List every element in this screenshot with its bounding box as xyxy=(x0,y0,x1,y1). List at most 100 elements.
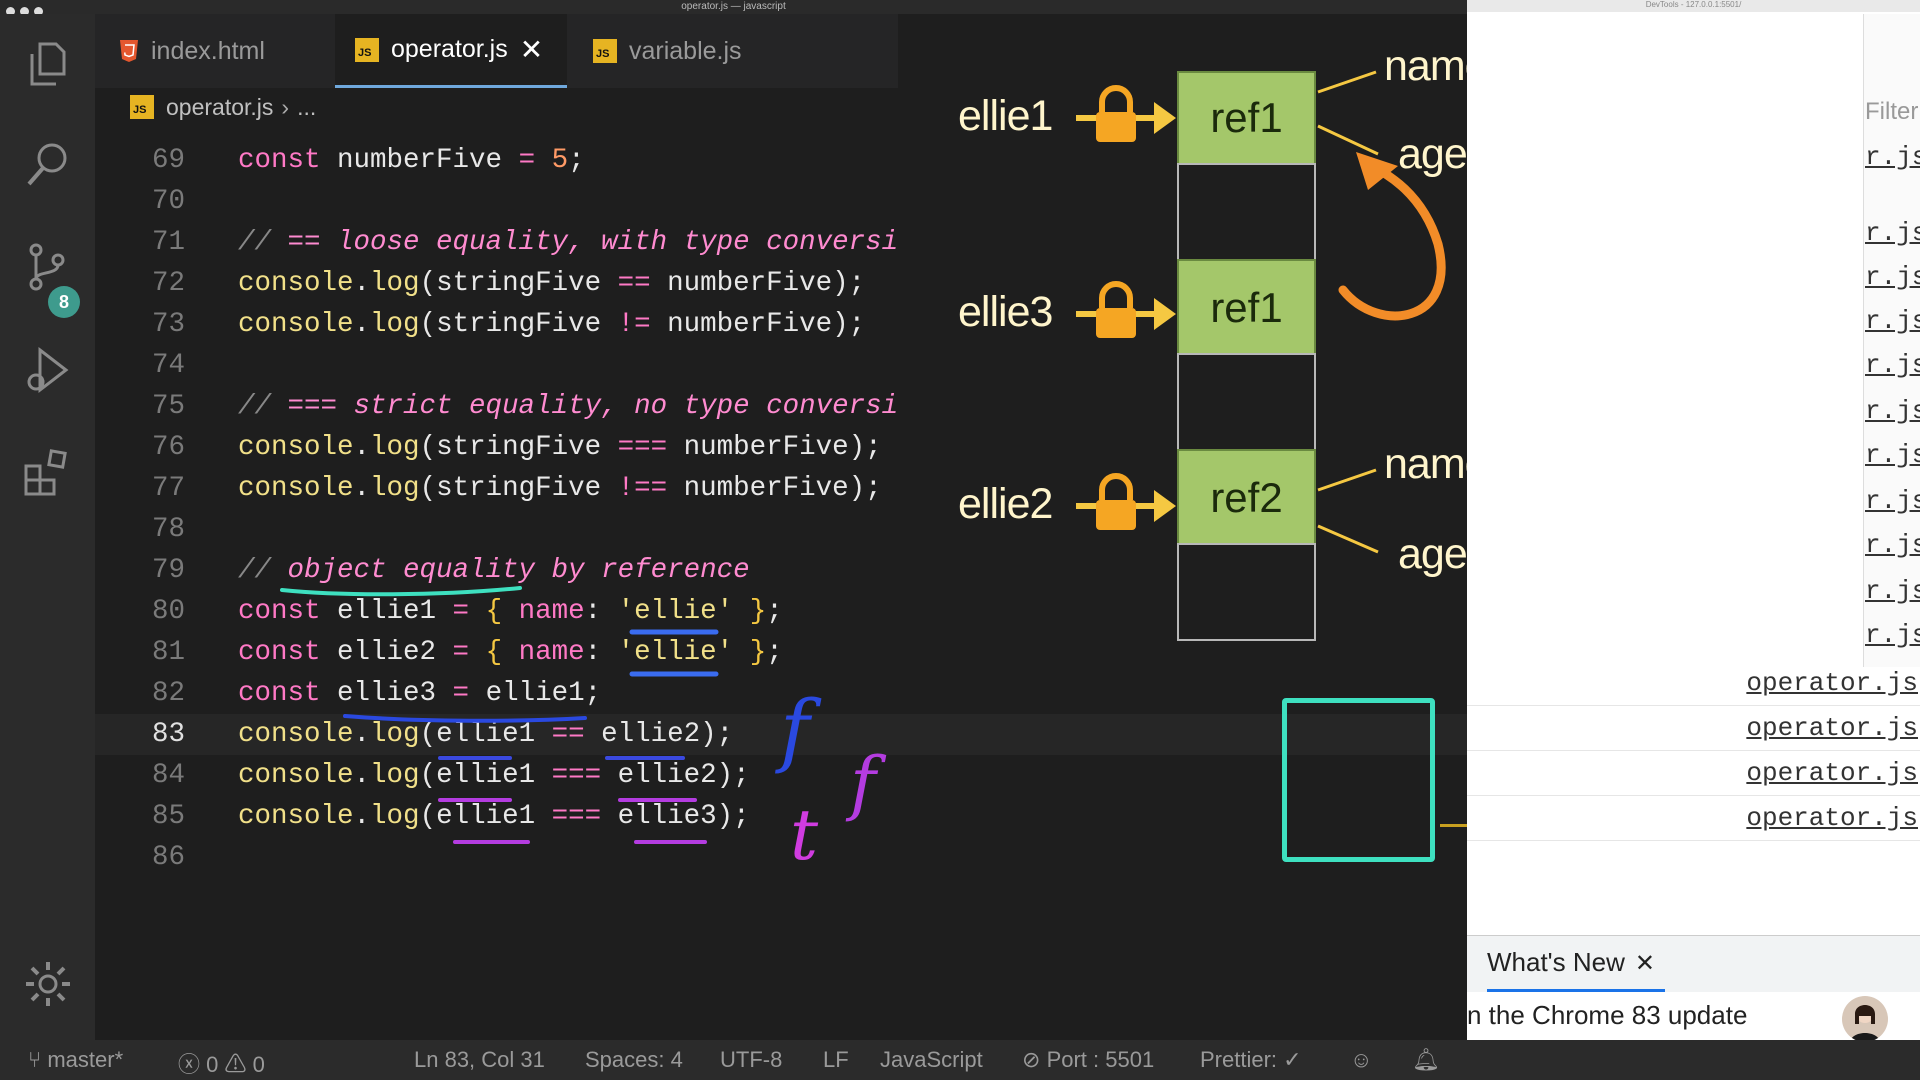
console-source-link[interactable]: r.js xyxy=(1865,396,1920,426)
cursor-position[interactable]: Ln 83, Col 31 xyxy=(414,1047,545,1072)
line-number: 78 xyxy=(151,514,185,545)
code-text: console.log(ellie1 === ellie3); xyxy=(238,801,750,832)
cell-ref2: ref2 xyxy=(1210,474,1283,521)
activity-bar: 8 xyxy=(0,14,95,1040)
breadcrumb-file[interactable]: operator.js xyxy=(166,93,274,120)
console-row: operator.js xyxy=(1467,795,1920,841)
source-control-icon[interactable] xyxy=(22,242,74,294)
line-number: 79 xyxy=(151,555,185,586)
notifications-bell-icon[interactable]: 🔔︎ xyxy=(1412,1047,1440,1072)
console-source-link[interactable]: r.js xyxy=(1865,486,1920,516)
line-number: 83 xyxy=(151,719,185,750)
console-source-link[interactable]: operator.js xyxy=(1746,713,1918,743)
console-source-link[interactable]: operator.js xyxy=(1746,758,1918,788)
console-source-link[interactable]: r.js xyxy=(1865,576,1920,606)
console-row: operator.js xyxy=(1467,750,1920,796)
console-filter-input[interactable]: Filter xyxy=(1865,98,1919,125)
console-source-link[interactable]: r.js xyxy=(1865,262,1920,292)
code-line[interactable]: 86 xyxy=(95,837,1467,878)
console-source-link[interactable]: operator.js xyxy=(1746,668,1918,698)
memory-cells xyxy=(1177,71,1316,641)
code-line[interactable]: 79// object equality by reference xyxy=(95,550,1467,591)
code-line[interactable]: 74 xyxy=(95,345,1467,386)
console-source-link[interactable]: r.js xyxy=(1865,218,1920,248)
code-line[interactable]: 75// === strict equality, no type conver… xyxy=(95,386,1467,427)
code-text: console.log(stringFive === numberFive); xyxy=(238,432,882,463)
window-controls[interactable] xyxy=(6,3,48,21)
line-number: 86 xyxy=(151,842,185,873)
encoding[interactable]: UTF-8 xyxy=(720,1047,783,1072)
var-label-ellie2: ellie2 xyxy=(958,480,1053,528)
code-line[interactable]: 71// == loose equality, with type conver… xyxy=(95,222,1467,263)
run-debug-icon[interactable] xyxy=(22,344,74,396)
ref-branches xyxy=(1317,70,1379,554)
code-line[interactable]: 77 console.log(stringFive !== numberFive)… xyxy=(95,468,1467,509)
search-icon[interactable] xyxy=(22,138,74,190)
devtools-panel: DevTools - 127.0.0.1:5501/ Filter r.js r… xyxy=(1467,0,1920,1080)
console-source-link[interactable]: r.js xyxy=(1865,530,1920,560)
window-titlebar: operator.js — javascript xyxy=(0,0,1467,16)
code-text: const ellie1 = { name: 'ellie' }; xyxy=(238,596,783,627)
code-line-current[interactable]: 83 console.log(ellie1 == ellie2); xyxy=(95,714,1467,755)
code-text: const ellie3 = ellie1; xyxy=(238,678,602,709)
settings-gear-icon[interactable] xyxy=(22,958,74,1010)
indentation[interactable]: Spaces: 4 xyxy=(585,1047,683,1072)
tab-label: operator.js xyxy=(391,35,508,63)
close-icon[interactable]: ✕ xyxy=(1634,950,1655,977)
console-source-link[interactable]: r.js xyxy=(1865,620,1920,650)
chevron-right-icon: › xyxy=(281,93,290,120)
tab-whats-new[interactable]: What's New ✕ xyxy=(1487,936,1665,992)
tab-variable-js[interactable]: JS variable.js xyxy=(593,14,783,88)
code-line[interactable]: 85 console.log(ellie1 === ellie3); xyxy=(95,796,1467,837)
scm-badge: 8 xyxy=(48,286,80,318)
console-source-link[interactable]: r.js xyxy=(1865,306,1920,336)
line-number: 69 xyxy=(151,145,185,176)
code-text: console.log(ellie1 == ellie2); xyxy=(238,719,734,750)
prettier-status[interactable]: Prettier: ✓ xyxy=(1200,1047,1302,1072)
console-source-link[interactable]: r.js xyxy=(1865,142,1920,172)
console-source-link[interactable]: r.js xyxy=(1865,440,1920,470)
explorer-icon[interactable] xyxy=(22,38,74,90)
error-count: 0 xyxy=(206,1052,219,1077)
line-number: 70 xyxy=(151,186,185,217)
console-sidebar-strip xyxy=(1863,14,1920,667)
line-number: 76 xyxy=(151,432,185,463)
breadcrumb[interactable]: JS operator.js › ... xyxy=(130,92,316,122)
line-number: 71 xyxy=(151,227,185,258)
tab-label: index.html xyxy=(151,36,265,65)
language-mode[interactable]: JavaScript xyxy=(880,1047,983,1072)
code-line[interactable]: 78 xyxy=(95,509,1467,550)
tab-index-html[interactable]: index.html xyxy=(119,14,309,88)
problems-indicator[interactable]: ⓧ 0 ⚠ 0 xyxy=(178,1047,265,1079)
code-text: // === strict equality, no type conversi xyxy=(238,391,899,422)
breadcrumb-more[interactable]: ... xyxy=(297,93,317,120)
code-line[interactable]: 76 console.log(stringFive === numberFive)… xyxy=(95,427,1467,468)
avatar xyxy=(1842,996,1888,1042)
console-row: operator.js xyxy=(1467,660,1920,706)
extensions-icon[interactable] xyxy=(22,446,74,498)
code-text: console.log(stringFive !== numberFive); xyxy=(238,473,882,504)
line-number: 77 xyxy=(151,473,185,504)
prop-label-age: age xyxy=(1398,130,1468,178)
feedback-icon[interactable]: ☺ xyxy=(1350,1047,1373,1072)
js-file-icon: JS xyxy=(593,39,617,63)
code-text: console.log(stringFive == numberFive); xyxy=(238,268,866,299)
tab-operator-js[interactable]: JS operator.js ✕ xyxy=(335,14,567,88)
live-server-port[interactable]: ⊘ Port : 5501 xyxy=(1022,1047,1154,1073)
branch-indicator[interactable]: ⑂ master* xyxy=(28,1047,123,1073)
line-ending[interactable]: LF xyxy=(823,1047,849,1072)
line-number: 85 xyxy=(151,801,185,832)
close-tab-icon[interactable]: ✕ xyxy=(519,34,544,65)
console-source-link[interactable]: r.js xyxy=(1865,350,1920,380)
tab-label: What's New xyxy=(1487,947,1625,977)
code-line[interactable]: 70 xyxy=(95,181,1467,222)
git-branch-icon: ⑂ xyxy=(28,1047,42,1072)
console-source-link[interactable]: operator.js xyxy=(1746,803,1918,833)
